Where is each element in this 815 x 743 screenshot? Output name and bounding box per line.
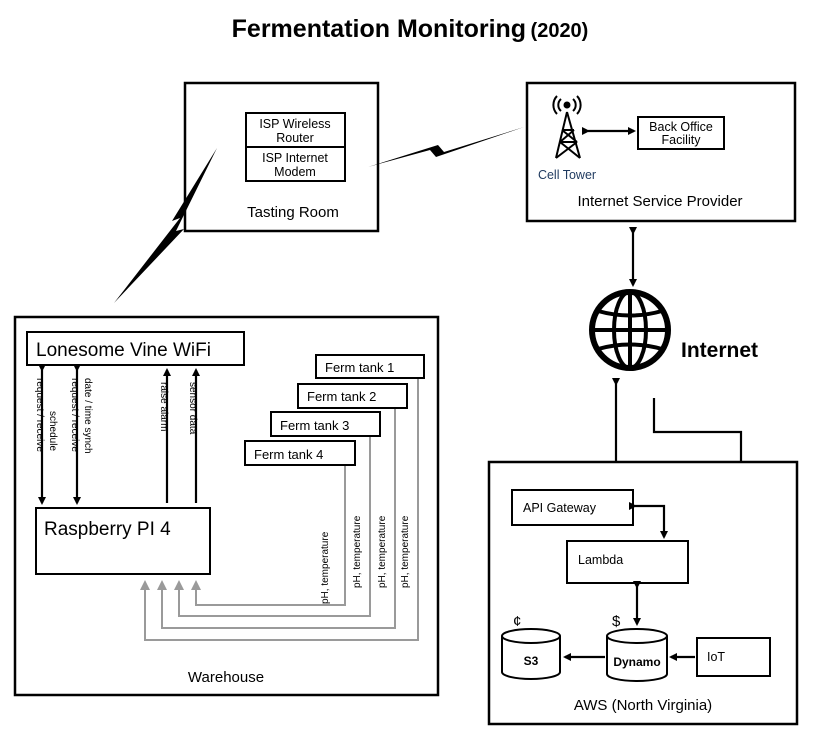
dynamo-cost-symbol: $ bbox=[612, 613, 621, 630]
dynamo-label: Dynamo bbox=[613, 655, 660, 669]
sensor-data-label: sensor data bbox=[187, 382, 198, 435]
tank3-sensor-line bbox=[174, 436, 371, 617]
modem-label-line2: Modem bbox=[274, 165, 316, 179]
cell-tower-icon bbox=[552, 95, 582, 159]
isp-internet-modem bbox=[245, 146, 346, 182]
ferm-tank-3 bbox=[270, 411, 381, 437]
internet-label: Internet bbox=[681, 339, 758, 362]
tasting-room-label: Tasting Room bbox=[247, 204, 339, 221]
ferm-tank-3-label: Ferm tank 3 bbox=[280, 418, 349, 433]
back-office-facility bbox=[637, 116, 725, 150]
wireless-link-tasting-isp bbox=[368, 127, 524, 167]
schedule-label-line1: request / receive bbox=[34, 378, 45, 452]
aws-box: API Gateway Lambda S3 ¢ Dynamo $ IoT AWS… bbox=[487, 460, 799, 726]
ferm-tank-1-label: Ferm tank 1 bbox=[325, 360, 394, 375]
isp-label: Internet Service Provider bbox=[577, 193, 742, 210]
aws-label: AWS (North Virginia) bbox=[574, 697, 712, 714]
schedule-label-line2: schedule bbox=[47, 411, 58, 451]
tank1-sensor-line bbox=[140, 378, 419, 641]
lambda-box bbox=[566, 540, 689, 584]
tank3-line-label: pH, temperature bbox=[352, 515, 363, 588]
raspberry-pi-box bbox=[35, 507, 211, 575]
api-gateway-box bbox=[511, 489, 634, 526]
lambda-label: Lambda bbox=[578, 553, 623, 567]
wifi-box bbox=[26, 331, 245, 366]
api-lambda-arrow bbox=[629, 502, 668, 539]
router-label-line1: ISP Wireless bbox=[259, 117, 330, 131]
dynamo-database-icon bbox=[606, 628, 668, 682]
tank2-line-label: pH, temperature bbox=[377, 515, 388, 588]
cell-tower-label: Cell Tower bbox=[538, 168, 596, 182]
s3-label: S3 bbox=[524, 654, 539, 668]
tank4-sensor-line bbox=[191, 464, 346, 606]
tank1-line-label: pH, temperature bbox=[400, 515, 411, 588]
router-label-line2: Router bbox=[276, 131, 314, 145]
s3-cost-symbol: ¢ bbox=[513, 613, 521, 630]
diagram-title: Fermentation Monitoring (2020) bbox=[232, 15, 589, 43]
wifi-label: Lonesome Vine WiFi bbox=[36, 340, 211, 361]
iot-label: IoT bbox=[707, 650, 725, 664]
ferm-tank-4 bbox=[244, 440, 356, 466]
date-label-line2: date / time synch bbox=[82, 378, 93, 454]
ferm-tank-2 bbox=[297, 383, 408, 409]
internet-globe-icon bbox=[589, 289, 671, 371]
s3-database-icon bbox=[501, 628, 561, 680]
iot-box bbox=[696, 637, 771, 677]
ferm-tank-4-label: Ferm tank 4 bbox=[254, 447, 323, 462]
title-main: Fermentation Monitoring bbox=[232, 15, 526, 43]
back-office-label-line1: Back Office bbox=[649, 120, 713, 134]
warehouse-box: Lonesome Vine WiFi Raspberry PI 4 reques… bbox=[13, 315, 440, 697]
back-office-label-line2: Facility bbox=[662, 133, 702, 147]
date-label-line1: request / receive bbox=[69, 378, 80, 452]
api-gateway-label: API Gateway bbox=[523, 501, 597, 515]
tank2-sensor-line bbox=[157, 408, 396, 629]
tank4-line-label: pH, temperature bbox=[320, 531, 331, 604]
ferm-tank-1 bbox=[315, 354, 425, 379]
title-year: (2020) bbox=[531, 20, 589, 42]
modem-label-line1: ISP Internet bbox=[262, 151, 328, 165]
raise-alarm-label: raise alarm bbox=[158, 382, 169, 431]
ferm-tank-2-label: Ferm tank 2 bbox=[307, 389, 376, 404]
raspberry-pi-label: Raspberry PI 4 bbox=[44, 519, 171, 540]
isp-box: Cell Tower Back Office Facility Internet… bbox=[525, 81, 797, 223]
tasting-room-box: ISP Wireless Router ISP Internet Modem T… bbox=[183, 81, 380, 233]
warehouse-label: Warehouse bbox=[188, 669, 264, 686]
